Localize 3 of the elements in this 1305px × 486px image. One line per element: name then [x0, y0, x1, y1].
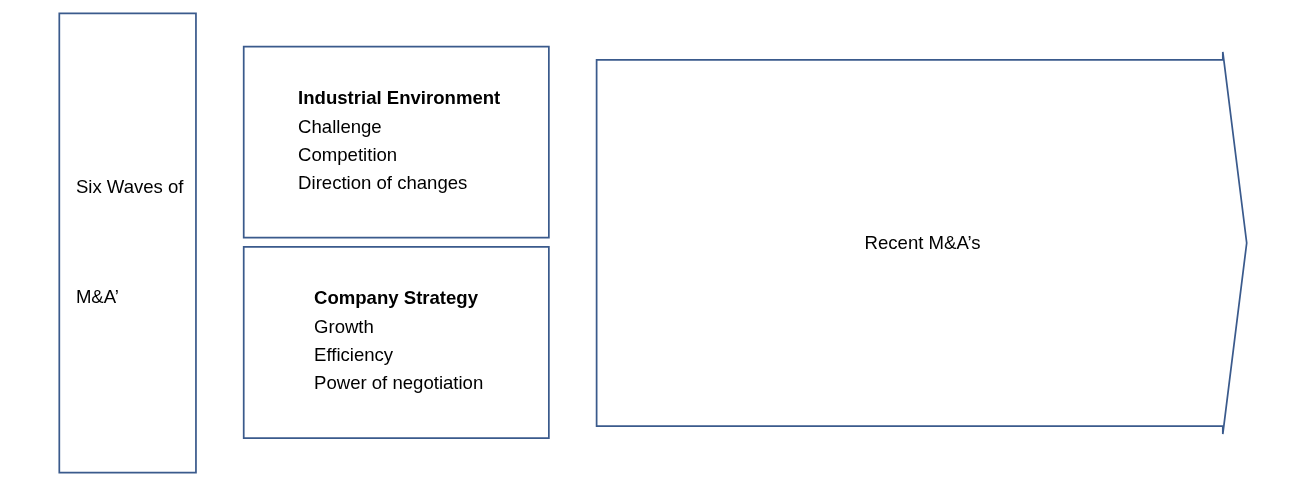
node-box: Company Strategy Growth Efficiency Power of negotiation: [242, 246, 550, 439]
node-box: Industrial Environment Challenge Competition Direction of changes: [242, 45, 550, 239]
node-box: Six Waves of M&A’: [57, 12, 197, 474]
